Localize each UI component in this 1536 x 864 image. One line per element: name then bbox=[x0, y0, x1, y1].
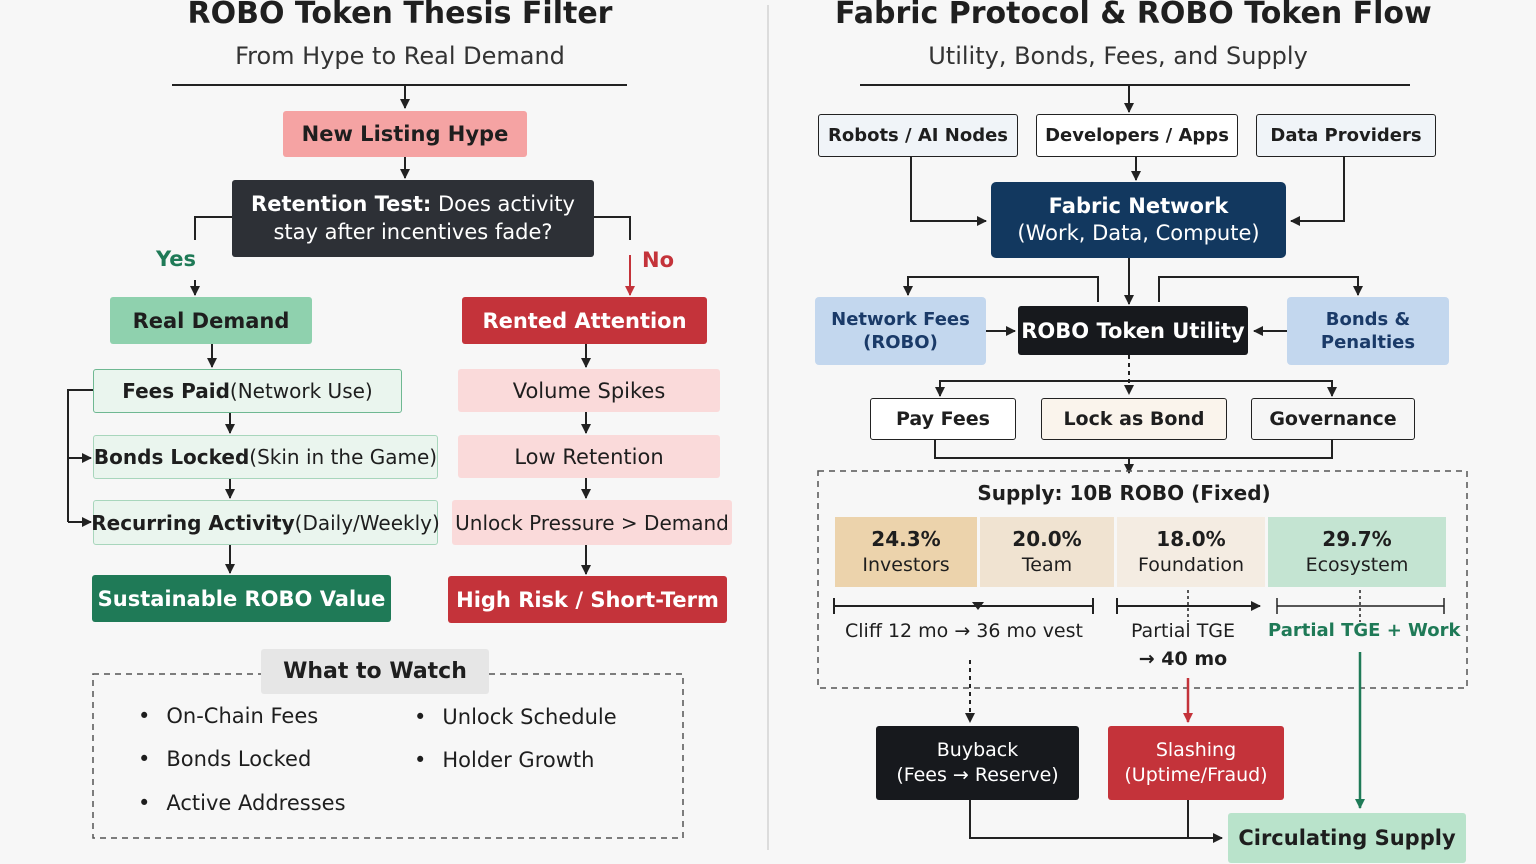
real-demand-node: Real Demand bbox=[110, 297, 312, 344]
slashing-node: Slashing (Uptime/Fraud) bbox=[1108, 726, 1284, 800]
left-subtitle: From Hype to Real Demand bbox=[235, 42, 565, 70]
retention-test-node: Retention Test: Does activity stay after… bbox=[232, 180, 594, 257]
allocation-investors-label: Investors bbox=[862, 553, 950, 576]
right-title: Fabric Protocol & ROBO Token Flow bbox=[835, 0, 1432, 31]
bonds-locked-label: Bonds Locked bbox=[93, 445, 250, 469]
buyback-detail: (Fees → Reserve) bbox=[896, 764, 1059, 786]
buyback-label: Buyback bbox=[936, 739, 1019, 762]
vesting-foundation-tge: Partial TGE bbox=[1130, 620, 1236, 642]
sustainable-value-node: Sustainable ROBO Value bbox=[92, 575, 391, 622]
recurring-activity-node: Recurring Activity (Daily/Weekly) bbox=[91, 500, 440, 545]
fees-paid-label: Fees Paid bbox=[122, 379, 230, 403]
vesting-foundation: Partial TGE → 40 mo bbox=[1100, 618, 1266, 673]
watch-item-unlock-schedule: Unlock Schedule bbox=[414, 705, 616, 729]
rented-attention-node: Rented Attention bbox=[462, 297, 707, 344]
vesting-foundation-duration: → 40 mo bbox=[1138, 647, 1228, 670]
retention-test-label: Retention Test: bbox=[251, 192, 432, 217]
network-fees-label: Network Fees bbox=[831, 308, 970, 330]
watch-item-onchain-fees: On-Chain Fees bbox=[138, 704, 318, 728]
fabric-network-detail: (Work, Data, Compute) bbox=[1017, 221, 1260, 245]
source-developers-node: Developers / Apps bbox=[1036, 114, 1238, 157]
new-listing-hype-node: New Listing Hype bbox=[283, 111, 527, 157]
high-risk-node: High Risk / Short-Term bbox=[448, 576, 727, 623]
slashing-label: Slashing bbox=[1155, 739, 1237, 762]
no-label: No bbox=[642, 248, 675, 272]
allocation-ecosystem-label: Ecosystem bbox=[1305, 553, 1409, 576]
allocation-team-label: Team bbox=[1021, 553, 1073, 576]
unlock-pressure-node: Unlock Pressure > Demand bbox=[452, 500, 732, 545]
fabric-network-label: Fabric Network bbox=[1048, 193, 1229, 218]
use-pay-fees-node: Pay Fees bbox=[870, 398, 1016, 440]
bonds-penalties-label-line2: Penalties bbox=[1320, 332, 1416, 353]
bonds-locked-note: (Skin in the Game) bbox=[249, 445, 438, 469]
allocation-investors-percent: 24.3% bbox=[871, 526, 941, 551]
allocation-team-percent: 20.0% bbox=[1012, 526, 1082, 551]
use-lock-as-bond-node: Lock as Bond bbox=[1041, 398, 1227, 440]
allocation-ecosystem-percent: 29.7% bbox=[1322, 526, 1392, 551]
bonds-penalties-node: Bonds & Penalties bbox=[1287, 297, 1449, 365]
bonds-penalties-label: Bonds & bbox=[1325, 308, 1411, 330]
source-data-providers-node: Data Providers bbox=[1256, 114, 1436, 157]
robo-token-utility-node: ROBO Token Utility bbox=[1018, 306, 1248, 355]
network-fees-unit: (ROBO) bbox=[863, 332, 938, 353]
use-governance-node: Governance bbox=[1251, 398, 1415, 440]
vesting-ecosystem: Partial TGE + Work bbox=[1268, 620, 1461, 641]
watch-item-active-addresses: Active Addresses bbox=[138, 791, 345, 815]
what-to-watch-heading: What to Watch bbox=[261, 649, 489, 694]
retention-test-question-line2: stay after incentives fade? bbox=[273, 219, 553, 244]
fabric-network-node: Fabric Network (Work, Data, Compute) bbox=[991, 182, 1286, 258]
allocation-ecosystem: 29.7% Ecosystem bbox=[1268, 517, 1446, 587]
buyback-node: Buyback (Fees → Reserve) bbox=[876, 726, 1079, 800]
left-title: ROBO Token Thesis Filter bbox=[187, 0, 613, 31]
vesting-investors-team: Cliff 12 mo → 36 mo vest bbox=[845, 620, 1083, 642]
allocation-foundation: 18.0% Foundation bbox=[1117, 517, 1265, 587]
right-subtitle: Utility, Bonds, Fees, and Supply bbox=[928, 42, 1308, 70]
allocation-foundation-label: Foundation bbox=[1137, 553, 1245, 576]
fees-paid-note: (Network Use) bbox=[229, 379, 373, 403]
slashing-detail: (Uptime/Fraud) bbox=[1124, 764, 1268, 786]
source-robots-node: Robots / AI Nodes bbox=[818, 114, 1018, 157]
yes-label: Yes bbox=[156, 247, 197, 271]
allocation-foundation-percent: 18.0% bbox=[1156, 526, 1226, 551]
fees-paid-node: Fees Paid (Network Use) bbox=[93, 369, 402, 413]
network-fees-node: Network Fees (ROBO) bbox=[815, 297, 986, 365]
watch-item-holder-growth: Holder Growth bbox=[414, 748, 594, 772]
allocation-investors: 24.3% Investors bbox=[835, 517, 977, 587]
low-retention-node: Low Retention bbox=[458, 435, 720, 478]
recurring-activity-label: Recurring Activity bbox=[91, 510, 295, 535]
recurring-activity-note: (Daily/Weekly) bbox=[294, 510, 440, 535]
circulating-supply-node: Circulating Supply bbox=[1228, 813, 1466, 863]
supply-title: Supply: 10B ROBO (Fixed) bbox=[977, 481, 1271, 505]
watch-item-bonds-locked: Bonds Locked bbox=[138, 747, 311, 771]
bonds-locked-node: Bonds Locked (Skin in the Game) bbox=[93, 435, 438, 479]
allocation-team: 20.0% Team bbox=[980, 517, 1114, 587]
retention-test-question: Does activity bbox=[431, 192, 575, 217]
volume-spikes-node: Volume Spikes bbox=[458, 369, 720, 412]
